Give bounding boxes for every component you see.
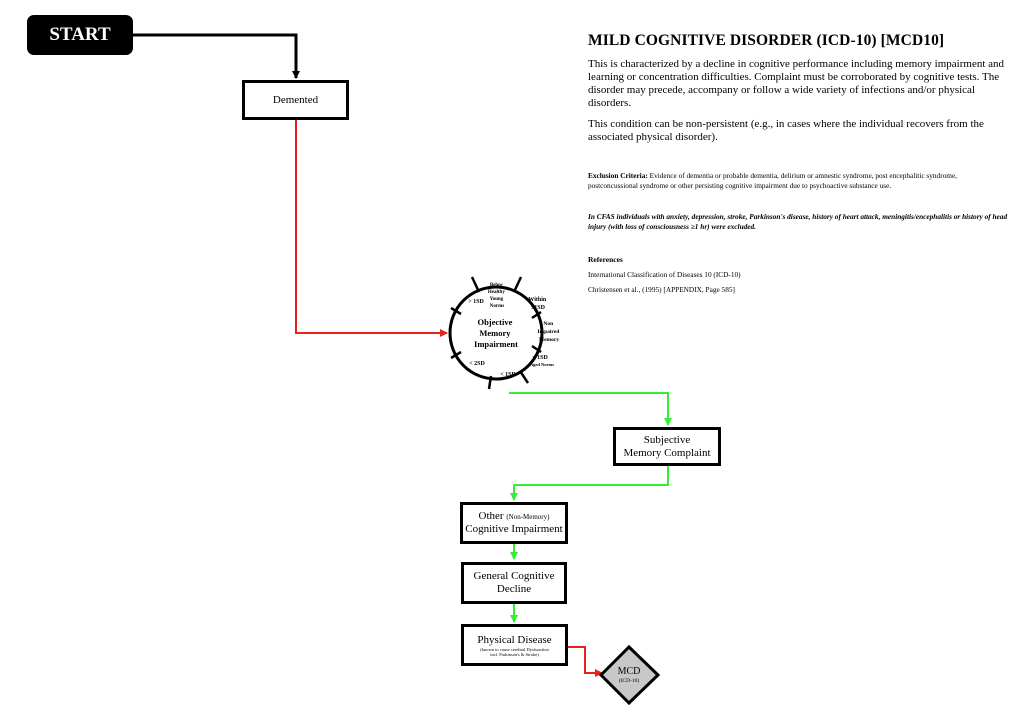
wheel-top-line1: Below [490, 283, 503, 288]
objective-memory-wheel: Objective Memory Impairment Below Health… [448, 276, 560, 390]
wheel-top-right-line2: ±1SD [531, 305, 546, 311]
subjective-memory-complaint-box: Subjective Memory Complaint [613, 427, 721, 466]
wheel-center-line2: Memory [479, 328, 511, 338]
general-cognitive-decline-box: General Cognitive Decline [461, 562, 567, 604]
subjective-line1: Subjective [643, 433, 691, 446]
exclusion-label: Exclusion Criteria: [588, 171, 648, 180]
other-line2: Cognitive Impairment [465, 523, 563, 535]
physical-disease-box: Physical Disease (known to cause cerebra… [461, 624, 568, 666]
mcd-sublabel: (ICD-10) [619, 677, 640, 684]
start-label: START [49, 24, 111, 45]
panel-title: MILD COGNITIVE DISORDER (ICD-10) [MCD10] [588, 32, 945, 49]
other-note: (Non-Memory) [506, 513, 550, 521]
mcd-diamond: MCD (ICD-10) [598, 644, 661, 706]
other-line1: Other (Non-Memory) [479, 510, 550, 523]
exclusion-text: Evidence of dementia or probable dementi… [588, 171, 958, 190]
wheel-top-line3: Young [490, 297, 504, 302]
reference-2: Christensen et al., (1995) [APPENDIX, Pa… [588, 285, 735, 294]
wheel-bottom-right-line1: < 1SD [532, 355, 548, 361]
panel-paragraph-1: This is characterized by a decline in co… [588, 58, 1005, 109]
wheel-top-right-line1: Within [528, 297, 547, 303]
wheel-bottom-right-line2: Aged Norms [530, 362, 554, 367]
general-line2: Decline [496, 583, 532, 595]
wheel-top-line2: Healthy [488, 290, 505, 295]
connector-physical-mcd [567, 646, 603, 677]
svg-text:Within ±1SD: Within ±1SD [528, 297, 547, 311]
physical-title: Physical Disease [477, 633, 552, 646]
wheel-right-line2: Impaired [537, 329, 559, 335]
wheel-right-line1: Non [543, 321, 553, 327]
panel-paragraph-2: This condition can be non-persistent (e.… [588, 118, 984, 143]
wheel-bottom: < 1SD [500, 372, 516, 378]
other-cognitive-impairment-box: Other (Non-Memory) Cognitive Impairment [460, 502, 568, 544]
svg-text:Below Healthy Youn: Below Healthy Young Norms [488, 283, 506, 309]
wheel-top-line4: Norms [490, 304, 504, 309]
description-panel: MILD COGNITIVE DISORDER (ICD-10) [MCD10]… [588, 32, 1008, 294]
svg-text:Non Impaired Memor: Non Impaired Memory [537, 321, 560, 343]
physical-note1: (known to cause cerebral Dysfunction [480, 646, 549, 652]
wheel-center-line3: Impairment [474, 339, 518, 349]
exclusion-criteria: Exclusion Criteria: Evidence of dementia… [588, 171, 1008, 190]
wheel-center-line1: Objective [477, 317, 512, 327]
connector-wheel-subjective [509, 392, 672, 426]
references-title: References [588, 255, 623, 264]
wheel-bottom-left: < 2SD [469, 361, 485, 367]
other-prefix: Other [478, 510, 504, 522]
svg-text:Objective Memory I: Objective Memory Impairment [474, 317, 518, 349]
wheel-top-left: > 1SD [468, 299, 484, 305]
start-node: START [27, 15, 133, 55]
connector-start-demented [133, 33, 300, 79]
demented-box: Demented [242, 80, 349, 120]
mcd-label: MCD [618, 666, 641, 677]
connector-subjective-other [510, 465, 669, 501]
general-line1: General Cognitive [473, 570, 555, 582]
connector-demented-wheel [295, 119, 448, 337]
physical-note2: incl. Parkinson's & Stroke) [490, 651, 539, 657]
svg-text:< 1SD Aged Norms: < 1SD Aged Norms [530, 346, 554, 367]
wheel-right-line3: Memory [539, 337, 559, 343]
subjective-line2: Memory Complaint [623, 446, 711, 459]
reference-1: International Classification of Diseases… [588, 270, 741, 279]
cfas-note: In CFAS individuals with anxiety, depres… [588, 212, 1008, 231]
demented-label: Demented [272, 93, 319, 106]
